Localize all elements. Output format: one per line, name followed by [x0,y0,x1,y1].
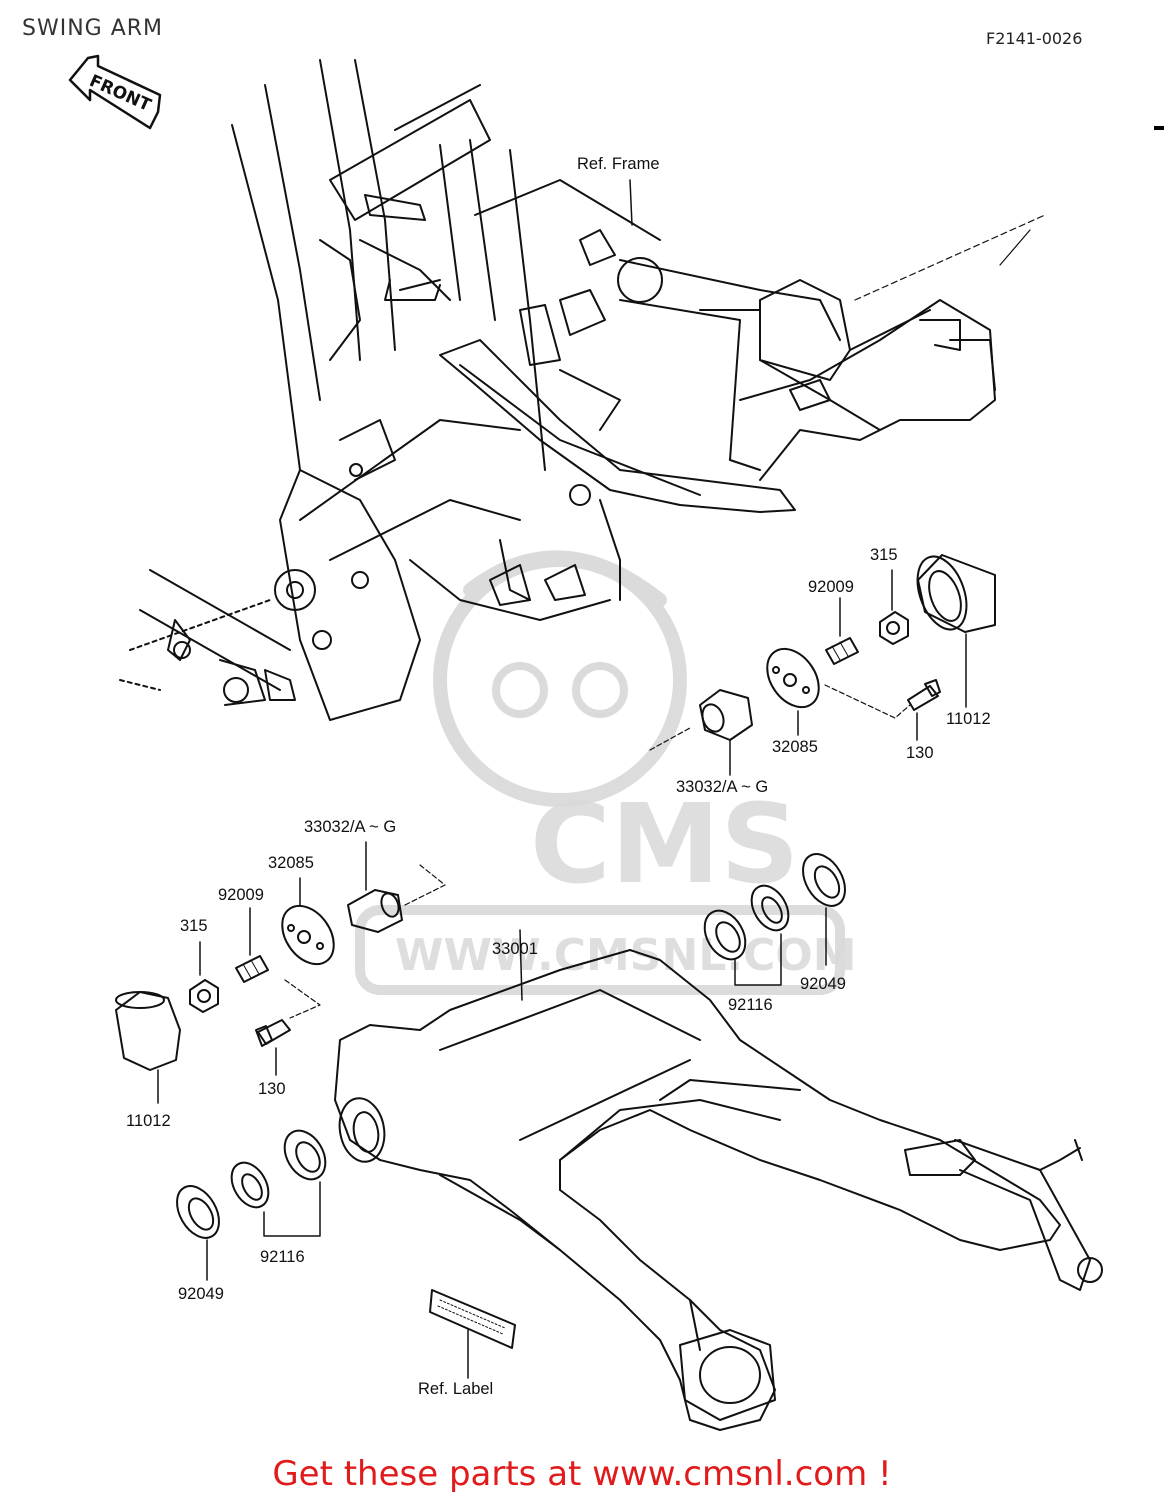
right-cap-11012-icon [916,554,996,633]
front-arrow-icon: FRONT [68,54,162,130]
swing-arm-33001-drawing [334,929,1103,1431]
right-plate-32085-icon [766,647,820,709]
callout-315-left: 315 [180,917,208,935]
callout-92116-left: 92116 [260,1248,305,1266]
callout-33032-right: 33032/A ~ G [676,778,769,796]
left-nut-315-icon [189,979,219,1013]
frame-drawing [119,59,1046,721]
callout-33001-swing-arm: 33001 [492,940,538,958]
callout-11012-right: 11012 [946,710,991,728]
left-bearing-parts [176,1129,327,1281]
left-pivot-parts [115,841,446,1104]
callout-130-right: 130 [906,744,934,762]
right-bolt-130-icon [907,679,941,711]
callout-315-right: 315 [870,546,898,564]
right-seal-92049-icon [802,853,846,907]
callout-92049-left: 92049 [178,1285,224,1303]
callout-92009-left: 92009 [218,886,264,904]
callout-11012-left: 11012 [126,1112,171,1130]
callout-33032-left: 33032/A ~ G [304,818,397,836]
left-seal-92049-icon [176,1185,220,1239]
left-bolt-130-icon [255,1019,291,1047]
edge-mark [1154,126,1164,130]
left-collar-33032-icon [347,889,403,933]
callout-ref-frame: Ref. Frame [577,155,660,173]
footer-link[interactable]: Get these parts at www.cmsnl.com ! [272,1454,892,1494]
right-setscrew-92009-icon [825,637,859,665]
callout-92049-right: 92049 [800,975,846,993]
right-nut-315-icon [879,611,909,645]
left-bearing-92116-icon [230,1161,270,1209]
callout-32085-right: 32085 [772,738,818,756]
right-bearing-parts [703,853,846,986]
right-bearing-92116-icon [750,884,790,932]
diagram-code: F2141-0026 [986,29,1083,48]
callout-92116-right: 92116 [728,996,773,1014]
page-title: SWING ARM [22,16,164,41]
callout-130-left: 130 [258,1080,286,1098]
callout-92009-right: 92009 [808,578,854,596]
right-race-92116-icon [703,909,747,961]
ref-label-sticker-icon [429,1289,516,1379]
right-collar-33032-icon [699,689,753,741]
right-pivot-parts [649,554,996,776]
left-cap-11012-icon [115,991,181,1071]
callout-ref-label: Ref. Label [418,1380,494,1398]
callout-32085-left: 32085 [268,854,314,872]
left-setscrew-92009-icon [235,955,269,983]
left-plate-32085-icon [281,904,335,966]
left-race-92116-icon [283,1129,327,1181]
watermark-mascot-icon [355,550,845,995]
